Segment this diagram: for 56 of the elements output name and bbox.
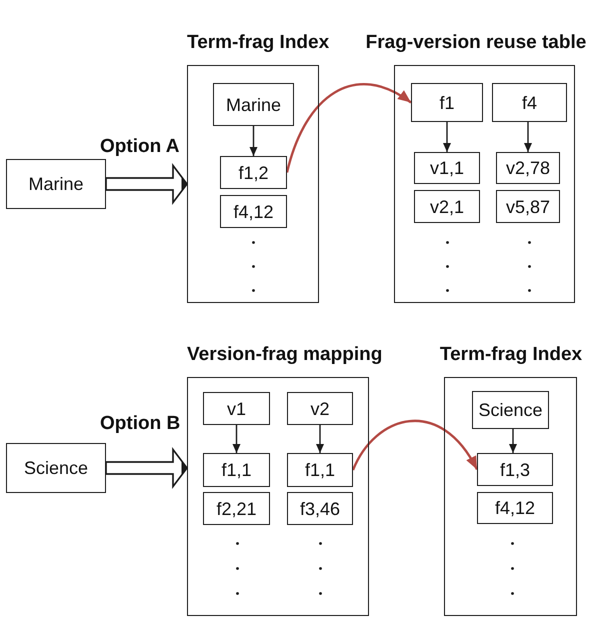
curved-arrow xyxy=(286,83,412,173)
arrow xyxy=(250,126,258,156)
key-text: Science xyxy=(478,400,543,420)
panel-heading: Frag-version reuse table xyxy=(366,31,586,55)
panel-heading: Term-frag Index xyxy=(440,343,582,367)
edge-label: Option A xyxy=(100,135,180,158)
entry-text: v2,78 xyxy=(506,158,550,178)
block-arrow xyxy=(105,446,188,490)
entry-box xyxy=(287,492,353,525)
entry-box xyxy=(203,492,270,525)
key-text: v2 xyxy=(310,398,330,418)
query-term-text: Marine xyxy=(28,174,84,194)
entry-box xyxy=(477,453,553,486)
entry-text: f1,2 xyxy=(238,162,269,182)
arrow xyxy=(443,122,451,152)
key-box xyxy=(492,83,567,122)
query-term-box xyxy=(6,159,106,209)
entry-text: f1,1 xyxy=(304,460,336,480)
entry-box xyxy=(220,156,287,189)
key-box xyxy=(472,391,549,429)
block-arrow xyxy=(105,162,188,206)
key-text: f1 xyxy=(439,92,454,112)
entry-box xyxy=(496,152,560,184)
entry-box xyxy=(220,195,287,228)
entry-box xyxy=(496,190,560,223)
edge-label: Option B xyxy=(100,412,180,435)
entry-text: f4,12 xyxy=(233,202,274,222)
entry-box xyxy=(414,152,480,184)
entry-text: f3,46 xyxy=(300,498,340,518)
entry-box xyxy=(203,453,270,487)
entry-text: f4,12 xyxy=(494,498,536,518)
key-text: f4 xyxy=(522,92,537,112)
query-term-text: Science xyxy=(24,458,88,478)
arrow xyxy=(316,425,324,453)
key-box xyxy=(203,392,270,425)
entry-text: v5,87 xyxy=(506,196,550,216)
arrow xyxy=(524,122,532,152)
entry-box xyxy=(287,453,353,487)
panel-heading: Version-frag mapping xyxy=(187,343,382,367)
key-box xyxy=(411,83,483,122)
entry-text: v1,1 xyxy=(430,158,464,178)
query-term-box xyxy=(6,443,106,493)
entry-text: f1,1 xyxy=(221,460,252,480)
key-box xyxy=(287,392,353,425)
entry-text: f2,21 xyxy=(216,498,257,518)
key-text: Marine xyxy=(226,94,282,114)
entry-box xyxy=(414,190,480,223)
entry-text: v2,1 xyxy=(430,196,464,216)
curved-arrow xyxy=(352,420,478,471)
key-box xyxy=(213,83,294,126)
panel-heading: Term-frag Index xyxy=(187,31,330,55)
entry-text: f1,3 xyxy=(500,460,530,480)
arrow xyxy=(509,429,517,453)
entry-box xyxy=(477,492,553,524)
arrow xyxy=(232,425,240,453)
key-text: v1 xyxy=(226,398,246,418)
